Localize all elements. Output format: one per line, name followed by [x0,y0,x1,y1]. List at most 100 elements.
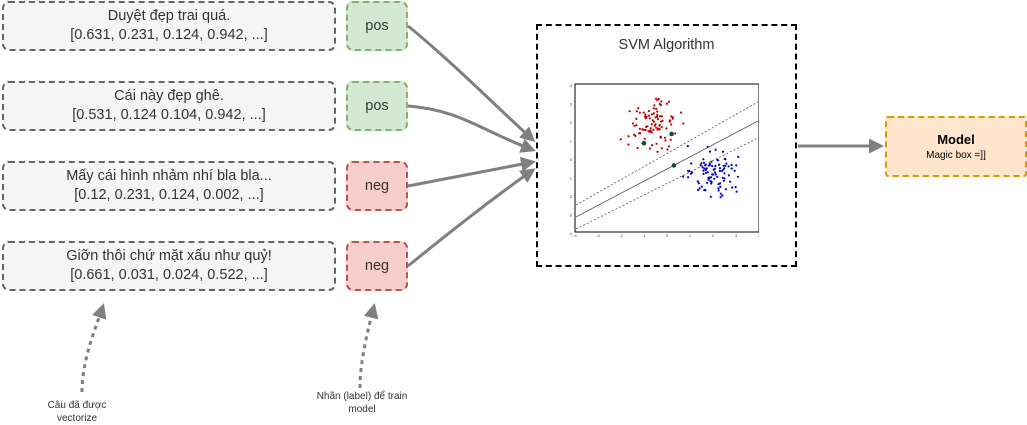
red-class-point [647,114,650,117]
red-class-point [656,115,659,119]
sentence-vector: [0.12, 0.231, 0.124, 0.002, ...] [74,187,264,203]
blue-class-point [719,182,722,185]
red-class-point [655,142,658,145]
red-class-point [658,115,661,118]
red-class-point [679,111,683,114]
y-tick-label: -3 [569,213,573,218]
red-class-point [656,118,660,121]
red-class-point [633,124,636,127]
blue-class-point [702,172,705,175]
red-class-point [644,129,647,132]
blue-class-point [724,158,727,161]
y-tick-label: -1 [569,176,573,181]
red-class-point [654,97,658,100]
blue-class-point [707,178,710,181]
red-class-point [670,115,673,118]
red-class-point [655,107,658,110]
red-class-point [660,100,663,103]
red-class-point [659,135,663,138]
blue-class-point [696,180,699,183]
red-class-point [650,131,653,134]
red-class-point [665,127,668,130]
red-class-point [657,97,660,100]
x-tick-label: 2 [712,233,715,238]
blue-class-point [698,187,701,190]
blue-class-point [700,162,703,165]
red-class-point [658,128,661,131]
blue-class-point [733,169,736,172]
blue-class-point [702,161,706,164]
red-class-point [682,122,685,125]
model-subtitle: Magic box =]] [926,150,986,161]
red-class-point [635,110,638,113]
blue-class-point [699,164,702,167]
model-title: Model [937,132,975,147]
blue-class-point [705,181,709,184]
red-class-point [660,147,663,150]
blue-class-point [708,176,711,179]
model-box: Model Magic box =]] [885,116,1027,177]
red-class-point [651,144,654,147]
blue-class-point [718,167,722,170]
sentence-box-1: Duyệt đẹp trai quá. [0.631, 0.231, 0.124… [2,1,336,51]
label-box-neg-2: neg [346,241,408,291]
blue-class-point [716,158,719,161]
red-class-point [660,120,663,123]
blue-class-point [722,179,725,182]
blue-class-point [716,175,719,178]
blue-class-point [722,164,725,167]
label-text: pos [365,98,389,114]
red-class-point [664,139,667,142]
sentence-box-3: Mấy cái hình nhảm nhí bla bla... [0.12, … [2,161,336,211]
red-class-point [667,145,671,148]
blue-class-point [719,192,722,195]
red-class-point [656,128,659,131]
red-class-point [650,113,654,116]
red-class-point [638,111,641,114]
sentence-note: Câu đã được vectorize [47,400,107,424]
y-tick-label: 3 [570,102,573,107]
blue-class-point [735,190,738,193]
blue-class-point [724,164,727,167]
blue-class-point [713,177,716,180]
label-note: Nhãn (label) để train model [316,391,408,415]
blue-class-point [697,188,700,192]
red-class-point [638,127,641,130]
blue-class-point [708,150,712,153]
red-class-point [652,112,655,115]
red-class-point [664,136,667,139]
red-class-point [649,129,652,132]
arrow-pos-1-to-svm [407,24,536,143]
red-class-point [635,124,638,127]
blue-class-point [702,158,705,161]
data-points [619,97,740,199]
arrow-note-to-sentence [80,303,107,393]
red-class-point [650,123,653,126]
blue-class-point [691,171,694,174]
blue-class-point [718,169,721,173]
blue-class-point [702,169,705,172]
x-tick-label: -2 [619,233,623,238]
x-tick-label: 3 [735,233,738,238]
red-class-point [644,125,648,128]
blue-class-point [706,171,709,174]
x-tick-label: -4 [573,233,577,238]
red-class-point [648,147,651,150]
blue-class-point [711,173,715,176]
blue-class-point [700,185,703,188]
blue-class-point [721,194,724,197]
margin-line-upper [575,101,759,206]
blue-class-point [710,182,713,185]
blue-class-point [736,175,739,178]
decision-boundary [575,120,759,218]
blue-class-point [709,195,712,198]
red-class-point [667,100,671,103]
red-class-point [642,111,645,114]
label-box-pos-1: pos [346,1,408,51]
blue-class-point [697,182,700,185]
blue-class-point [714,164,717,168]
